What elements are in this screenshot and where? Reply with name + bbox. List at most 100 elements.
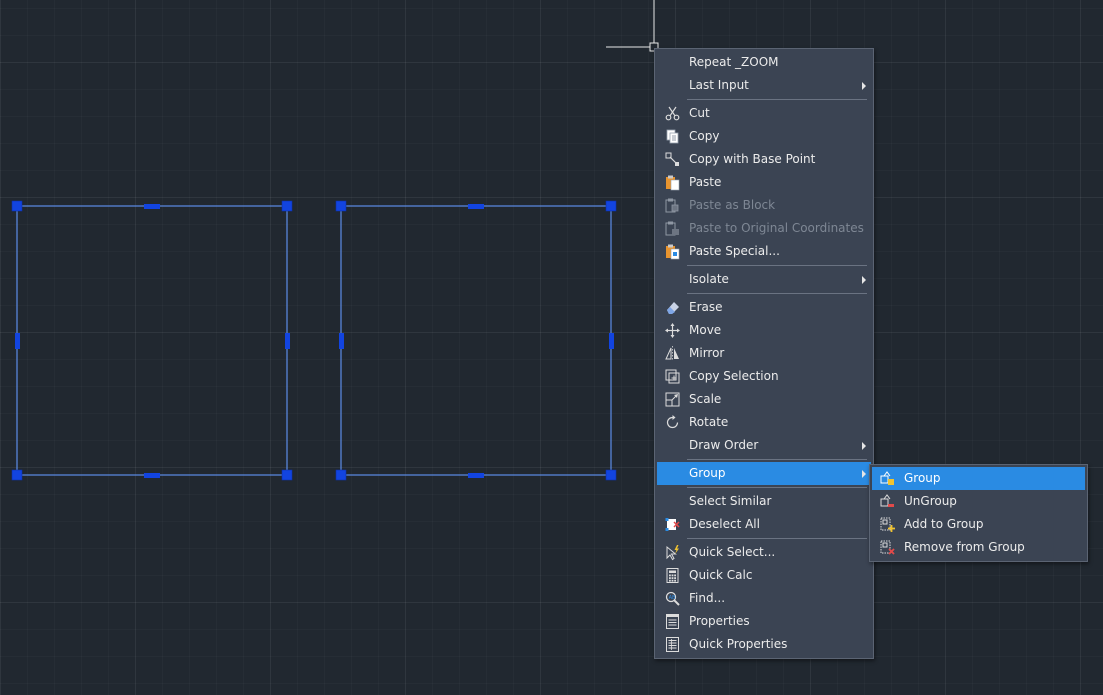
midpoint-grip[interactable] bbox=[339, 333, 344, 349]
corner-grip[interactable] bbox=[335, 469, 347, 481]
scissors-icon bbox=[665, 106, 680, 121]
menu-item-mirror[interactable]: Mirror bbox=[657, 342, 871, 365]
menu-item-label: Quick Calc bbox=[689, 568, 753, 582]
copy-selection-icon bbox=[665, 369, 680, 384]
corner-grip[interactable] bbox=[11, 469, 23, 481]
menu-item-label: Repeat _ZOOM bbox=[689, 55, 779, 69]
menu-item-label: Paste as Block bbox=[689, 198, 776, 212]
eraser-icon bbox=[667, 302, 679, 314]
menu-separator bbox=[687, 293, 867, 294]
menu-separator bbox=[687, 487, 867, 488]
menu-item-last-input[interactable]: Last Input bbox=[657, 74, 871, 97]
menu-item-label: Group bbox=[904, 471, 941, 485]
menu-item-draw-order[interactable]: Draw Order bbox=[657, 434, 871, 457]
submenu-item-add-to-group[interactable]: Add to Group bbox=[872, 513, 1085, 536]
ungroup-icon bbox=[880, 494, 894, 507]
quick-select-icon bbox=[666, 545, 679, 561]
midpoint-grip[interactable] bbox=[468, 204, 484, 209]
menu-item-label: Scale bbox=[689, 392, 722, 406]
midpoint-grip[interactable] bbox=[144, 204, 160, 209]
menu-item-label: Remove from Group bbox=[904, 540, 1025, 554]
scale-icon bbox=[665, 392, 680, 407]
midpoint-grip[interactable] bbox=[609, 333, 614, 349]
selected-rectangle-left[interactable] bbox=[11, 200, 293, 481]
menu-item-label: Move bbox=[689, 323, 722, 337]
submenu-arrow-icon bbox=[862, 276, 866, 284]
menu-item-label: Paste to Original Coordinates bbox=[689, 221, 864, 235]
menu-item-label: Cut bbox=[689, 106, 710, 120]
midpoint-grip[interactable] bbox=[144, 473, 160, 478]
menu-item-label: Copy Selection bbox=[689, 369, 779, 383]
menu-item-label: Paste bbox=[689, 175, 722, 189]
deselect-all-icon bbox=[665, 518, 680, 531]
menu-separator bbox=[687, 99, 867, 100]
submenu-item-ungroup[interactable]: UnGroup bbox=[872, 490, 1085, 513]
menu-item-label: Rotate bbox=[689, 415, 729, 429]
menu-item-cut[interactable]: Cut bbox=[657, 102, 871, 125]
menu-item-paste[interactable]: Paste bbox=[657, 171, 871, 194]
menu-item-label: Copy with Base Point bbox=[689, 152, 816, 166]
menu-item-paste-as-block[interactable]: Paste as Block bbox=[657, 194, 871, 217]
menu-separator bbox=[687, 459, 867, 460]
corner-grip[interactable] bbox=[281, 469, 293, 481]
menu-item-label: Select Similar bbox=[689, 494, 772, 508]
menu-item-label: Last Input bbox=[689, 78, 749, 92]
menu-item-deselect-all[interactable]: Deselect All bbox=[657, 513, 871, 536]
corner-grip[interactable] bbox=[335, 200, 347, 212]
menu-item-paste-special[interactable]: Paste Special... bbox=[657, 240, 871, 263]
midpoint-grip[interactable] bbox=[468, 473, 484, 478]
menu-item-label: Copy bbox=[689, 129, 720, 143]
menu-item-label: Group bbox=[689, 466, 726, 480]
menu-item-label: Paste Special... bbox=[689, 244, 780, 258]
menu-item-quick-select[interactable]: Quick Select... bbox=[657, 541, 871, 564]
menu-item-erase[interactable]: Erase bbox=[657, 296, 871, 319]
menu-item-quick-calc[interactable]: Quick Calc bbox=[657, 564, 871, 587]
menu-item-scale[interactable]: Scale bbox=[657, 388, 871, 411]
selected-rectangle-right[interactable] bbox=[335, 200, 617, 481]
menu-item-find[interactable]: AB Find... bbox=[657, 587, 871, 610]
menu-separator bbox=[687, 538, 867, 539]
menu-item-copy-with-base-point[interactable]: Copy with Base Point bbox=[657, 148, 871, 171]
menu-item-select-similar[interactable]: Select Similar bbox=[657, 490, 871, 513]
add-to-group-icon bbox=[880, 517, 895, 532]
menu-item-copy[interactable]: Copy bbox=[657, 125, 871, 148]
properties-icon bbox=[666, 614, 679, 629]
copy-icon bbox=[666, 129, 679, 144]
group-icon bbox=[880, 471, 894, 485]
remove-from-group-icon bbox=[880, 540, 895, 555]
menu-item-label: UnGroup bbox=[904, 494, 957, 508]
menu-item-paste-to-original-coordinates[interactable]: Paste to Original Coordinates bbox=[657, 217, 871, 240]
menu-item-copy-selection[interactable]: Copy Selection bbox=[657, 365, 871, 388]
menu-item-repeat-zoom[interactable]: Repeat _ZOOM bbox=[657, 51, 871, 74]
menu-item-label: Deselect All bbox=[689, 517, 760, 531]
calculator-icon bbox=[666, 568, 679, 583]
submenu-item-remove-from-group[interactable]: Remove from Group bbox=[872, 536, 1085, 559]
midpoint-grip[interactable] bbox=[285, 333, 290, 349]
group-submenu: Group UnGroup Add to Group Remove from G… bbox=[869, 464, 1088, 562]
menu-item-label: Draw Order bbox=[689, 438, 759, 452]
menu-item-quick-properties[interactable]: Quick Properties bbox=[657, 633, 871, 656]
menu-item-label: Mirror bbox=[689, 346, 725, 360]
submenu-item-group[interactable]: Group bbox=[872, 467, 1085, 490]
corner-grip[interactable] bbox=[605, 200, 617, 212]
paste-icon bbox=[666, 175, 680, 191]
submenu-arrow-icon bbox=[862, 82, 866, 90]
menu-item-label: Properties bbox=[689, 614, 750, 628]
corner-grip[interactable] bbox=[11, 200, 23, 212]
quick-properties-icon bbox=[666, 637, 679, 652]
menu-item-group[interactable]: Group bbox=[657, 462, 871, 485]
menu-item-rotate[interactable]: Rotate bbox=[657, 411, 871, 434]
corner-grip[interactable] bbox=[605, 469, 617, 481]
submenu-arrow-icon bbox=[862, 442, 866, 450]
paste-block-icon bbox=[665, 198, 679, 213]
menu-item-label: Add to Group bbox=[904, 517, 984, 531]
midpoint-grip[interactable] bbox=[15, 333, 20, 349]
menu-item-move[interactable]: Move bbox=[657, 319, 871, 342]
copy-base-point-icon bbox=[665, 152, 679, 166]
menu-item-isolate[interactable]: Isolate bbox=[657, 268, 871, 291]
mirror-icon bbox=[665, 346, 679, 361]
menu-item-label: Find... bbox=[689, 591, 726, 605]
corner-grip[interactable] bbox=[281, 200, 293, 212]
menu-item-properties[interactable]: Properties bbox=[657, 610, 871, 633]
